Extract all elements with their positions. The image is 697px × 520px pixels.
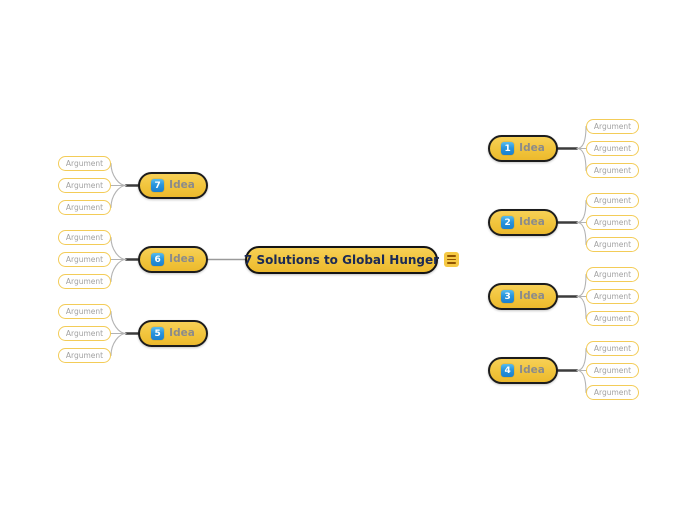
idea-label: Idea (519, 364, 545, 377)
idea-label: Idea (169, 327, 195, 340)
connector-argument (576, 369, 587, 394)
idea-node-6[interactable]: 6 Idea (138, 246, 208, 273)
connector-argument (576, 125, 587, 150)
argument-node[interactable]: Argument (586, 119, 639, 134)
idea-label: Idea (169, 179, 195, 192)
argument-node[interactable]: Argument (586, 385, 639, 400)
argument-node[interactable]: Argument (586, 141, 639, 156)
connector-argument (110, 184, 127, 209)
idea-node-3[interactable]: 3 Idea (488, 283, 558, 310)
hamburger-icon (447, 255, 456, 257)
central-topic-label: 7 Solutions to Global Hunger (243, 252, 440, 267)
idea-number-badge: 6 (151, 253, 165, 266)
connector-argument (576, 199, 587, 224)
topic-menu-button[interactable] (444, 252, 459, 267)
argument-node[interactable]: Argument (58, 304, 111, 319)
idea-label: Idea (169, 253, 195, 266)
idea-number-badge: 3 (501, 290, 515, 303)
idea-node-4[interactable]: 4 Idea (488, 357, 558, 384)
connector-argument (110, 332, 127, 357)
argument-node[interactable]: Argument (58, 178, 111, 193)
idea-node-5[interactable]: 5 Idea (138, 320, 208, 347)
hamburger-icon (447, 258, 456, 261)
connector-argument (576, 221, 587, 246)
argument-node[interactable]: Argument (586, 163, 639, 178)
connector-argument (576, 295, 587, 320)
connector-argument (576, 147, 587, 172)
idea-node-2[interactable]: 2 Idea (488, 209, 558, 236)
idea-label: Idea (519, 290, 545, 303)
idea-number-badge: 7 (151, 179, 165, 192)
argument-node[interactable]: Argument (58, 200, 111, 215)
central-topic-node[interactable]: 7 Solutions to Global Hunger (243, 245, 440, 274)
hamburger-icon (447, 262, 456, 264)
connector-argument (110, 310, 127, 335)
connector-argument (110, 258, 127, 283)
argument-node[interactable]: Argument (58, 156, 111, 171)
idea-node-1[interactable]: 1 Idea (488, 135, 558, 162)
idea-number-badge: 2 (501, 216, 515, 229)
argument-node[interactable]: Argument (58, 252, 111, 267)
argument-node[interactable]: Argument (586, 267, 639, 282)
argument-node[interactable]: Argument (586, 363, 639, 378)
connector-argument (110, 162, 127, 187)
connector-argument (110, 236, 127, 261)
idea-number-badge: 1 (501, 142, 515, 155)
argument-node[interactable]: Argument (58, 230, 111, 245)
idea-label: Idea (519, 216, 545, 229)
argument-node[interactable]: Argument (586, 311, 639, 326)
argument-node[interactable]: Argument (58, 348, 111, 363)
argument-node[interactable]: Argument (586, 193, 639, 208)
idea-label: Idea (519, 142, 545, 155)
connector-argument (576, 347, 587, 372)
argument-node[interactable]: Argument (58, 326, 111, 341)
connector-argument (576, 273, 587, 298)
argument-node[interactable]: Argument (586, 289, 639, 304)
idea-number-badge: 4 (501, 364, 515, 377)
argument-node[interactable]: Argument (586, 237, 639, 252)
idea-node-7[interactable]: 7 Idea (138, 172, 208, 199)
argument-node[interactable]: Argument (58, 274, 111, 289)
argument-node[interactable]: Argument (586, 215, 639, 230)
argument-node[interactable]: Argument (586, 341, 639, 356)
idea-number-badge: 5 (151, 327, 165, 340)
